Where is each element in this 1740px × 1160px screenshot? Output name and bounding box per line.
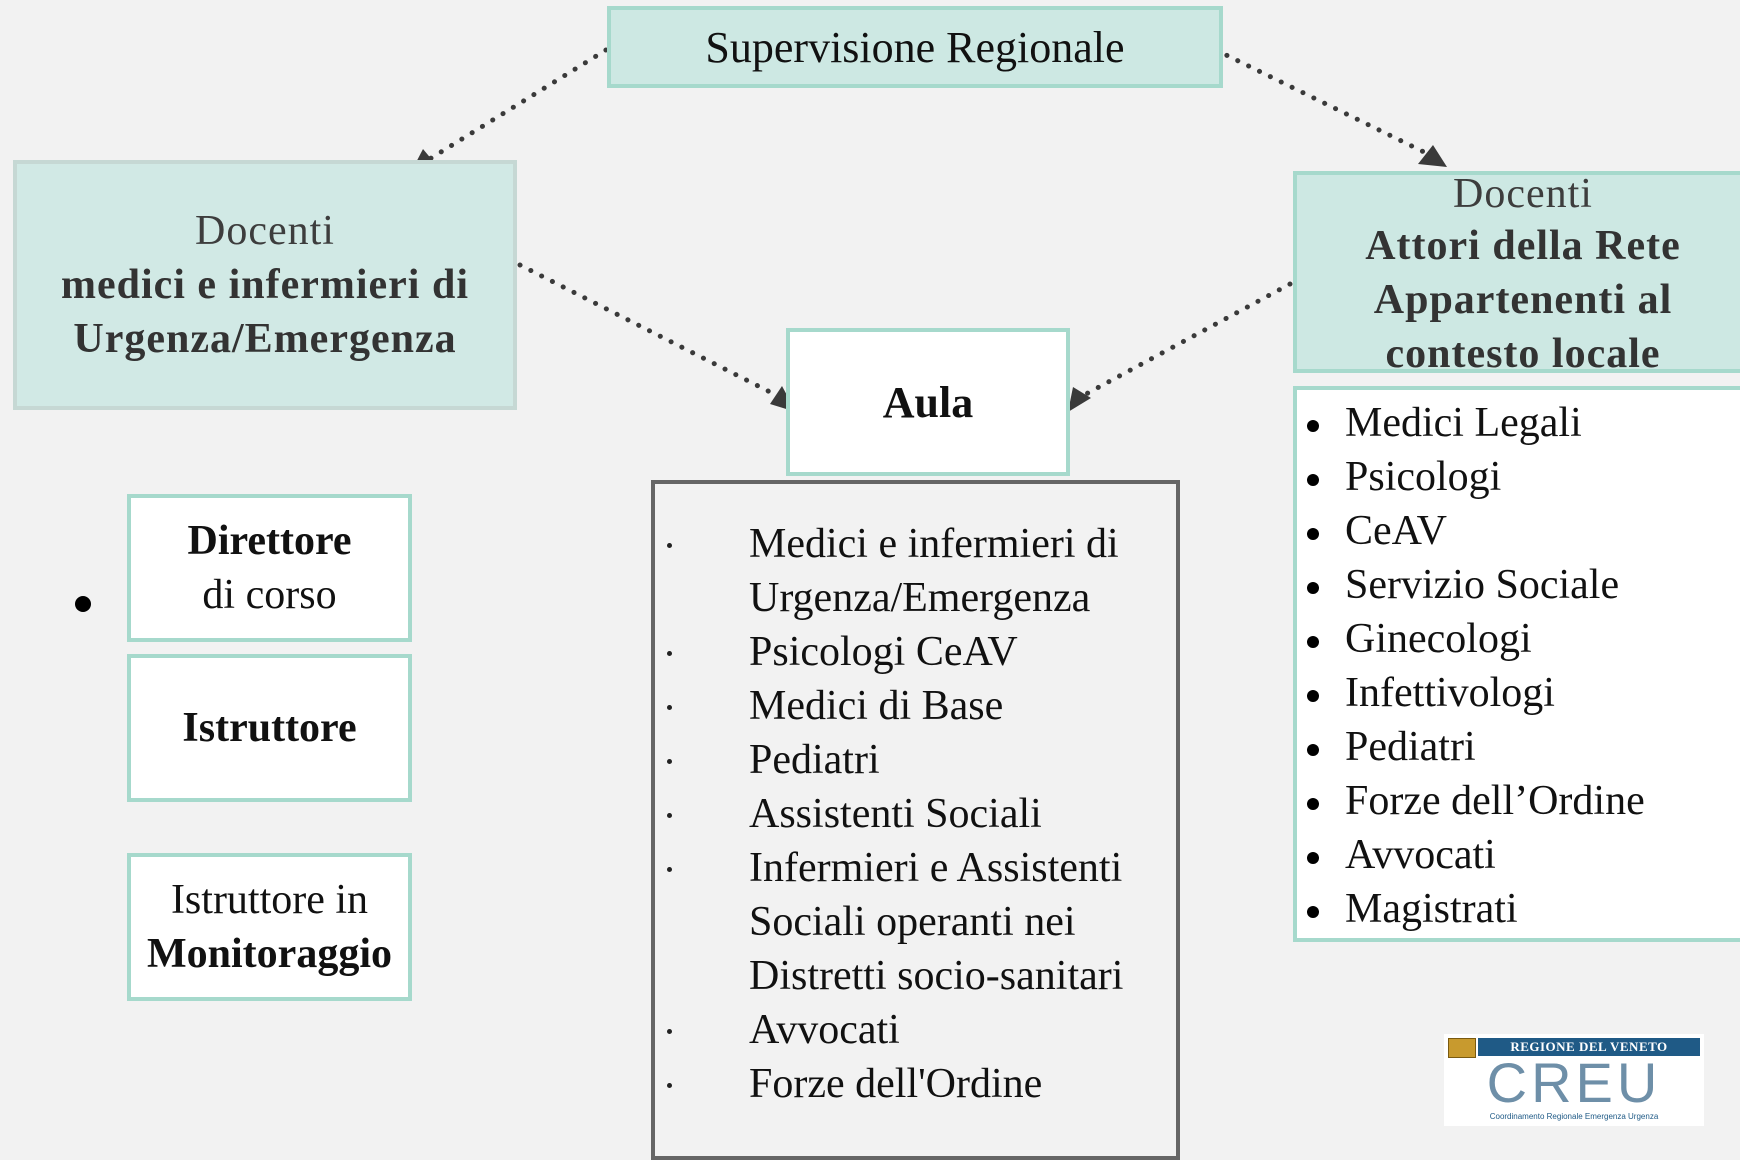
direttore-box: Direttore di corso	[127, 494, 412, 642]
monitoraggio-line1: Istruttore in	[170, 877, 369, 923]
list-item: Forze dell'Ordine	[655, 1057, 1176, 1111]
left-docenti-line3: Urgenza/Emergenza	[73, 316, 457, 362]
arrowhead-right-docenti	[1418, 145, 1447, 167]
list-item: Infettivologi	[1297, 666, 1740, 720]
list-item: Medici e infermieri di Urgenza/Emergenza	[655, 517, 1176, 625]
creu-logo: REGIONE DEL VENETO CREU Coordinamento Re…	[1444, 1034, 1704, 1126]
list-item: Servizio Sociale	[1297, 558, 1740, 612]
logo-main-text: CREU	[1486, 1051, 1662, 1114]
arrow-left-to-aula	[517, 262, 777, 397]
list-item: Psicologi	[1297, 450, 1740, 504]
arrow-supervision-to-left	[425, 47, 609, 163]
list-item: Infermieri e Assistenti Sociali operanti…	[655, 841, 1176, 1003]
right-docenti-line3: Appartenenti al	[1373, 277, 1673, 323]
rete-actors-box: Medici Legali Psicologi CeAV Servizio So…	[1293, 386, 1740, 942]
monitoraggio-line2: Monitoraggio	[147, 931, 392, 977]
right-docenti-line4: contesto locale	[1385, 331, 1661, 377]
list-item: Assistenti Sociali	[655, 787, 1176, 841]
aula-box: Aula	[786, 328, 1070, 476]
list-item: CeAV	[1297, 504, 1740, 558]
aula-participants-box: Medici e infermieri di Urgenza/Emergenza…	[651, 480, 1180, 1160]
rete-actors-list: Medici Legali Psicologi CeAV Servizio So…	[1297, 396, 1740, 936]
logo-crest-icon	[1448, 1038, 1476, 1058]
list-item: Psicologi CeAV	[655, 625, 1176, 679]
istruttore-box: Istruttore	[127, 654, 412, 802]
right-docenti-box: Docenti Attori della Rete Appartenenti a…	[1293, 171, 1740, 377]
istruttore-title: Istruttore	[182, 705, 357, 751]
aula-title: Aula	[882, 377, 974, 427]
list-item: Avvocati	[1297, 828, 1740, 882]
right-docenti-line2: Attori della Rete	[1365, 223, 1681, 269]
roles-bullet	[75, 596, 91, 612]
right-docenti-label: Docenti	[1453, 171, 1593, 217]
left-docenti-line2: medici e infermieri di	[60, 262, 470, 308]
left-docenti-box: Docenti medici e infermieri di Urgenza/E…	[13, 160, 517, 410]
monitoraggio-box: Istruttore in Monitoraggio	[127, 853, 412, 1001]
list-item: Magistrati	[1297, 882, 1740, 936]
logo-sub-text: Coordinamento Regionale Emergenza Urgenz…	[1489, 1112, 1659, 1121]
list-item: Ginecologi	[1297, 612, 1740, 666]
list-item: Pediatri	[655, 733, 1176, 787]
arrowhead-aula-right	[1068, 387, 1091, 412]
list-item: Forze dell’Ordine	[1297, 774, 1740, 828]
arrow-right-to-aula	[1083, 281, 1293, 397]
list-item: Pediatri	[1297, 720, 1740, 774]
list-item: Medici Legali	[1297, 396, 1740, 450]
arrow-supervision-to-right	[1213, 47, 1427, 155]
direttore-subtitle: di corso	[202, 572, 337, 618]
logo-region-label: REGIONE DEL VENETO	[1478, 1038, 1700, 1056]
aula-participants-list: Medici e infermieri di Urgenza/Emergenza…	[655, 517, 1176, 1111]
supervision-title: Supervisione Regionale	[705, 22, 1125, 72]
supervision-box: Supervisione Regionale	[607, 6, 1223, 88]
direttore-title: Direttore	[187, 518, 352, 564]
left-docenti-label: Docenti	[195, 208, 335, 254]
list-item: Avvocati	[655, 1003, 1176, 1057]
list-item: Medici di Base	[655, 679, 1176, 733]
